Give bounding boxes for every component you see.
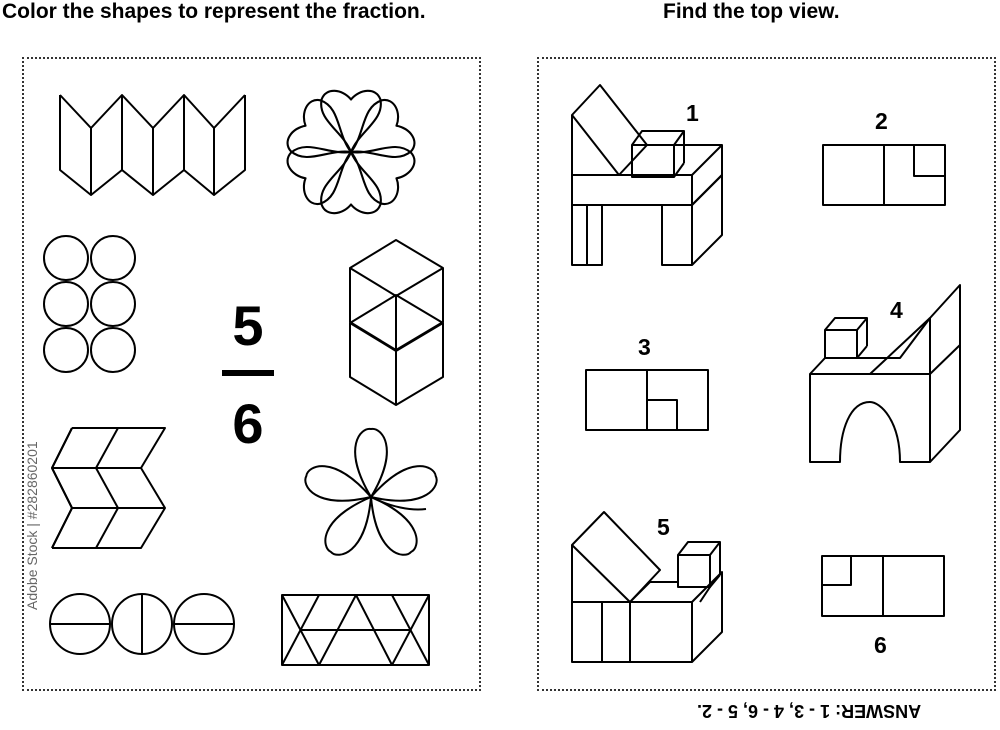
top-view-3[interactable]	[585, 369, 709, 431]
fraction-numerator: 5	[232, 294, 264, 357]
left-heading: Color the shapes to represent the fracti…	[2, 0, 426, 23]
top-view-panel	[537, 57, 996, 691]
top-view-6[interactable]	[821, 555, 945, 617]
chevron-block-shape[interactable]	[51, 427, 166, 549]
block-figure-5[interactable]	[571, 511, 723, 663]
fraction-panel	[22, 57, 481, 691]
six-circles-shape[interactable]	[43, 235, 136, 373]
triangle-rectangle-shape[interactable]	[281, 594, 430, 666]
answer-text: ANSWER: 1 - 3, 4 - 6, 5 - 2.	[697, 701, 922, 721]
figure-label-1: 1	[686, 100, 699, 126]
heart-flower-shape[interactable]	[282, 89, 420, 215]
block-figure-4[interactable]	[809, 284, 961, 463]
figure-label-5: 5	[657, 514, 670, 540]
split-circles-shape[interactable]	[49, 593, 235, 655]
figure-label-3: 3	[638, 334, 651, 360]
fraction-denominator: 6	[232, 392, 264, 455]
fraction-bar	[222, 370, 274, 376]
loop-flower-shape[interactable]	[301, 427, 440, 562]
block-figure-1[interactable]	[571, 84, 723, 266]
zigzag-strip-shape[interactable]	[59, 94, 246, 196]
stock-credit: Adobe Stock | #282860201	[24, 441, 40, 610]
figure-label-2: 2	[875, 108, 888, 134]
top-view-2[interactable]	[822, 144, 946, 206]
right-heading: Find the top view.	[663, 0, 840, 23]
stacked-cubes-shape[interactable]	[349, 239, 444, 406]
figure-label-6: 6	[874, 632, 887, 658]
figure-label-4: 4	[890, 297, 903, 323]
